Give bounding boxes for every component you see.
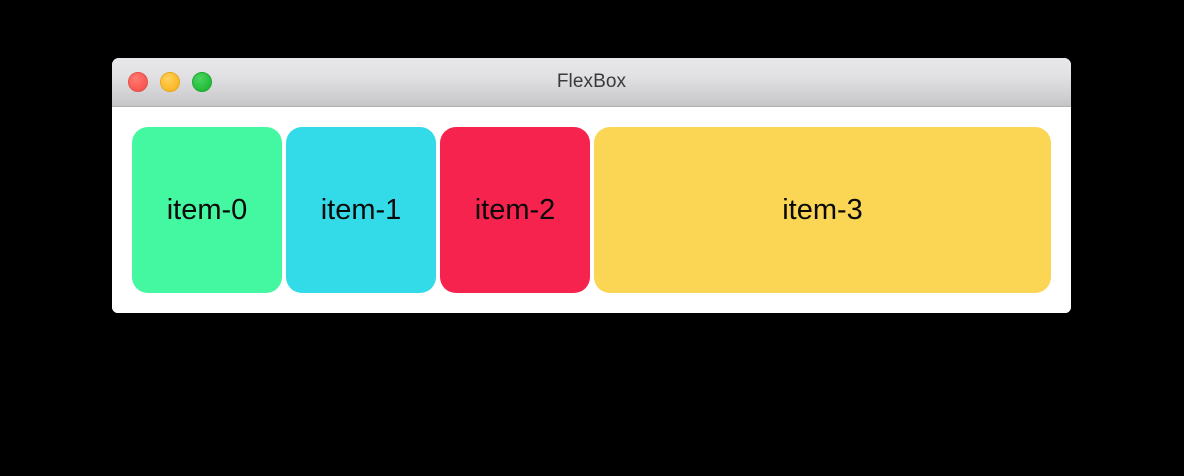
- window-controls: [128, 58, 212, 106]
- zoom-button[interactable]: [192, 72, 212, 92]
- flex-item-label: item-1: [320, 193, 402, 226]
- minimize-button[interactable]: [160, 72, 180, 92]
- flex-item-2[interactable]: item-2: [440, 127, 590, 293]
- flex-item-1[interactable]: item-1: [286, 127, 436, 293]
- close-button[interactable]: [128, 72, 148, 92]
- window-title: FlexBox: [556, 71, 627, 92]
- app-window: FlexBox item-0 item-1 item-2 item-3: [112, 58, 1071, 313]
- window-titlebar[interactable]: FlexBox: [112, 58, 1071, 107]
- flex-item-0[interactable]: item-0: [132, 127, 282, 293]
- flex-item-label: item-0: [166, 193, 248, 226]
- flex-item-3[interactable]: item-3: [594, 127, 1051, 293]
- flex-item-label: item-3: [782, 193, 863, 226]
- flex-container: item-0 item-1 item-2 item-3: [112, 107, 1071, 313]
- flex-item-label: item-2: [474, 193, 556, 226]
